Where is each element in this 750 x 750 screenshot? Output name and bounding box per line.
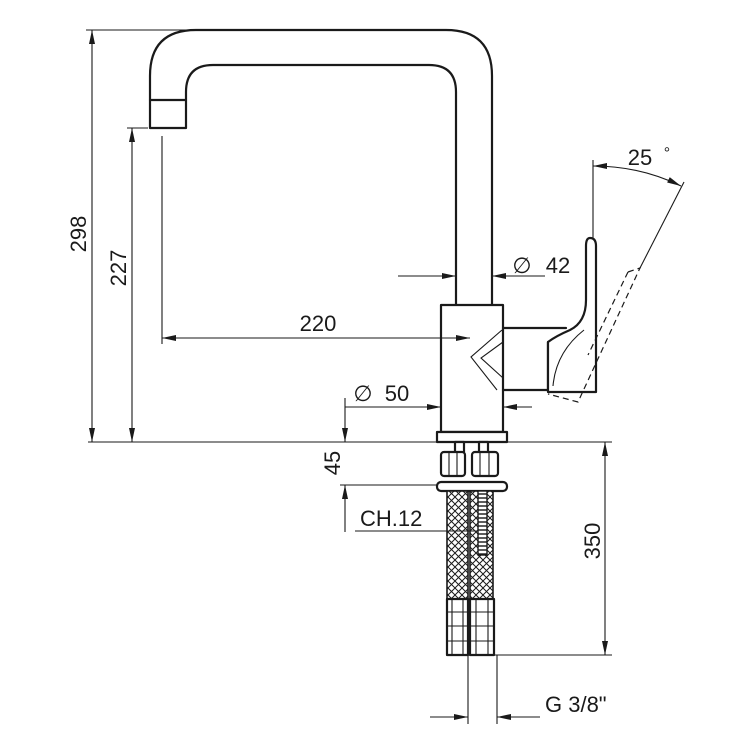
label-wrench-size: CH.12 (360, 506, 422, 531)
threaded-rod (477, 490, 488, 556)
hose-fitting-right-lines (470, 599, 494, 655)
dimension-lines (86, 29, 685, 724)
hex-nut-right (470, 450, 500, 478)
angle-extension-slanted (639, 181, 685, 269)
lever-handle (546, 236, 598, 394)
mounting-and-hoses (435, 440, 509, 657)
body-chevron-inner (480, 341, 504, 379)
label-thread-size: G 3/8" (545, 692, 607, 717)
body-chevron-outer (470, 329, 503, 391)
mixer-body (435, 236, 598, 444)
label-lever-angle: 25 (628, 145, 652, 170)
mounting-flange (435, 480, 509, 493)
label-degree-sign: ° (664, 145, 670, 162)
hose-fitting-right (468, 597, 496, 657)
diameter-symbol-50: ∅ (353, 381, 372, 406)
label-tube-diameter: 42 (546, 253, 570, 278)
base-plate (435, 430, 509, 444)
hose-fitting-left (445, 597, 470, 657)
spout-inner-contour (184, 63, 458, 307)
diameter-symbol-42: ∅ (512, 253, 531, 278)
hose-fitting-left-lines (447, 599, 468, 655)
label-hose-length: 350 (580, 523, 605, 560)
spout-outer-contour (148, 28, 494, 307)
hex-nut-left (439, 450, 467, 478)
lever-rotated-outline (547, 266, 642, 403)
hex-nut-left-faces (448, 452, 458, 476)
lever-handle-ridge (552, 329, 585, 387)
braided-hose-left (446, 490, 469, 600)
label-spout-height: 227 (106, 250, 131, 287)
body-cylinder (439, 303, 505, 434)
spout (148, 28, 494, 307)
label-base-height: 45 (320, 451, 345, 475)
label-spout-reach: 220 (300, 311, 337, 336)
hex-nut-right-faces (479, 452, 490, 476)
aerator-nozzle (148, 98, 188, 130)
angle-arc (592, 163, 682, 187)
label-body-diameter: 50 (385, 381, 409, 406)
dimension-labels: 298 227 220 ∅ 42 ∅ 50 45 CH.12 350 G 3/8… (66, 145, 670, 717)
label-overall-height: 298 (66, 216, 91, 253)
